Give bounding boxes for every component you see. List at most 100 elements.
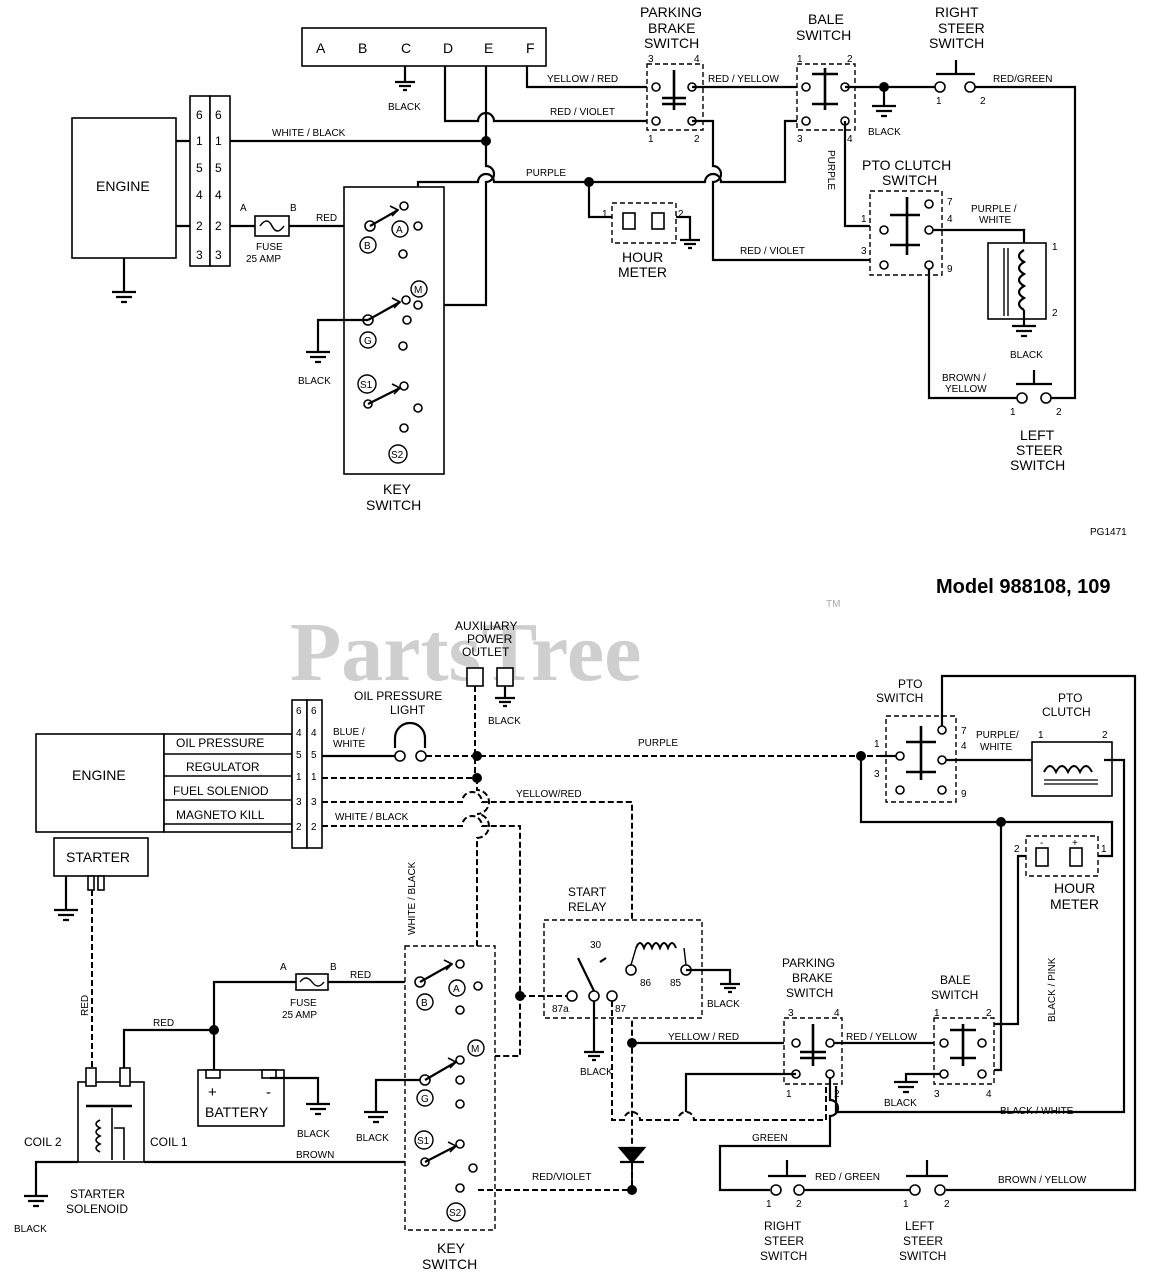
bot-key-term-a: A [453,984,460,995]
bot-battery-black: BLACK [297,1129,330,1140]
bot-pb-pin: 1 [786,1089,792,1100]
bot-relay-pin-87: 87 [615,1004,627,1015]
top-wire-red-violet-1: RED / VIOLET [550,107,615,118]
top-hour-meter [611,202,677,244]
bot-relay-pin-30: 30 [590,940,602,951]
top-fuse-a: A [240,203,247,214]
bot-ls-label: SWITCH [899,1249,946,1263]
bot-plug-pin: 5 [311,750,317,761]
top-pb-pin: 1 [648,134,654,145]
top-ls-pin: 2 [1056,407,1062,418]
top-key-term-b: B [364,241,371,252]
bot-starter-solenoid-label: SOLENOID [66,1202,128,1216]
bot-relay-black2: BLACK [580,1067,613,1078]
top-key-term-m: M [414,285,422,296]
bot-bale-pin: 3 [934,1089,940,1100]
top-ls-terminal [1040,392,1052,404]
bot-bale-pin: 4 [986,1089,992,1100]
bot-key-term-s1: S1 [417,1136,430,1147]
top-rs-pin: 2 [980,96,986,107]
bot-wire-black-white: BLACK / WHITE [1000,1106,1074,1117]
bot-rs-label: STEER [764,1234,804,1248]
top-clutch-pin: 1 [1052,242,1058,253]
bot-rs-label: RIGHT [764,1219,802,1233]
bot-hm-label: HOUR [1054,880,1095,896]
bot-solenoid-ground-icon [24,1194,48,1208]
bot-battery-label: BATTERY [205,1104,269,1120]
top-ls-terminal [1016,392,1028,404]
top-bale-ground-icon [872,104,896,118]
top-rs-label: RIGHT [935,4,979,20]
top-hm-label: HOUR [622,249,663,265]
top-connector-c: C [401,40,411,56]
top-plug-pin: 2 [215,219,222,233]
top-pto-clutch-coil [987,242,1047,320]
bot-bale-pin: 2 [986,1008,992,1019]
top-rs-label: STEER [938,20,985,36]
top-plug-pin: 6 [215,108,222,122]
bot-bale-label: SWITCH [931,988,978,1002]
top-plug-pin: 4 [196,188,203,202]
bot-wire-purple-white: WHITE [980,742,1013,753]
bot-clutch-pin: 1 [1038,730,1044,741]
top-plug-pin: 3 [215,248,222,262]
bot-pb-label: PARKING [782,956,835,970]
bot-rs-terminal [770,1184,782,1196]
top-ground-c-icon [395,80,415,92]
top-fuse-b: B [290,203,297,214]
top-clutch-ground-icon [1012,324,1036,338]
bot-starter-label: STARTER [66,849,130,865]
top-plug-pin: 1 [215,134,222,148]
bot-aux-label: OUTLET [462,645,510,659]
top-bale-pin: 2 [847,54,853,65]
top-label-black-c: BLACK [388,102,421,113]
bot-fuse-b: B [330,962,337,973]
top-key-switch-label: KEY [383,481,412,497]
bot-key-black: BLACK [356,1133,389,1144]
top-pb-label: PARKING [640,4,702,20]
top-plug-pin: 1 [196,134,203,148]
bot-plug-pin: 4 [296,728,302,739]
bottom-diagram: ENGINE STARTER OIL PRESSURE REGULATOR FU… [14,619,1137,1272]
bot-clutch-pin: 2 [1102,730,1108,741]
bot-plug-pin: 1 [311,772,317,783]
bot-bale-pin: 1 [934,1008,940,1019]
bot-wire-white-black: WHITE / BLACK [335,812,409,823]
top-wire-yellow-red: YELLOW / RED [547,74,618,85]
top-pto-label: PTO CLUTCH [862,157,951,173]
top-rs-label: SWITCH [929,35,984,51]
bot-key-switch-label: SWITCH [422,1256,477,1272]
top-rs-terminal [934,81,946,93]
bot-ls-pin: 2 [944,1199,950,1210]
top-wire-purple: PURPLE [526,168,566,179]
bot-relay-ground-icon [720,982,740,994]
bot-wire-regulator: REGULATOR [186,760,260,774]
bot-engine-label: ENGINE [72,767,126,783]
top-ls-label: STEER [1016,442,1063,458]
bot-hm-label: METER [1050,896,1099,912]
top-pto-pin: 4 [947,214,953,225]
top-hm-label: METER [618,264,667,280]
bot-aux-ground-icon [495,696,515,708]
bot-fuse-label: FUSE [290,998,317,1009]
bot-wire-red-v: RED [80,995,91,1016]
bot-wire-fuel-solenoid: FUEL SOLENIOD [173,784,269,798]
top-engine [71,117,177,259]
top-connector-f: F [526,40,535,56]
top-bale-label: BALE [808,11,844,27]
top-hm-ground-icon [680,238,700,250]
top-key-term-a: A [396,225,403,236]
watermark: PartsTree [290,606,641,699]
bot-wire-purple-white: PURPLE/ [976,730,1019,741]
bot-plug-pin: 2 [311,822,317,833]
top-connector-d: D [443,40,453,56]
bot-rs-pin: 2 [796,1199,802,1210]
bot-plug-pin: 2 [296,822,302,833]
bot-bale-ground-icon [894,1080,918,1094]
bot-key-switch [404,945,496,1231]
bot-rs-label: SWITCH [760,1249,807,1263]
top-pb-label: SWITCH [644,35,699,51]
top-connector-a: A [316,40,326,56]
bot-plug-pin: 4 [311,728,317,739]
watermark-tm: TM [826,599,840,610]
